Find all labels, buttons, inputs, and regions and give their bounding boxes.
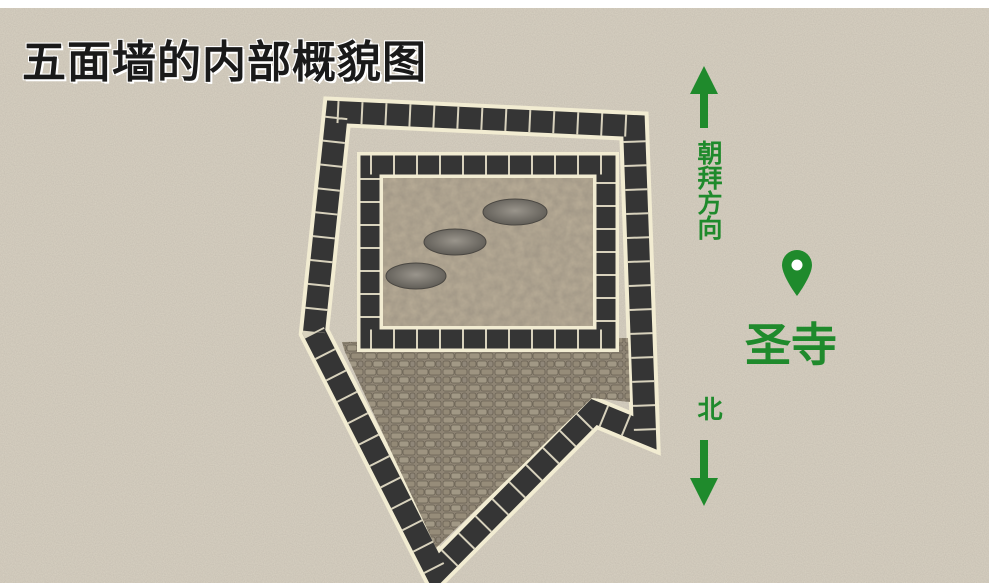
inner-courtyard-texture	[383, 178, 593, 326]
qibla-direction-label: 朝拜方向	[694, 140, 723, 240]
outer-wall-joints	[302, 100, 657, 583]
rock-2	[423, 228, 487, 256]
paved-floor	[342, 338, 630, 548]
north-label: 北	[694, 396, 723, 421]
inner-wall-joints	[360, 155, 616, 349]
arrow-down-icon	[690, 440, 718, 506]
rock-3	[385, 262, 447, 290]
location-pin-icon	[782, 250, 812, 296]
top-border	[0, 0, 989, 8]
arrow-up-icon	[690, 66, 718, 128]
paved-floor-shade	[342, 338, 630, 548]
page-title: 五面墙的内部概貌图	[22, 37, 427, 88]
rock-1	[482, 198, 548, 226]
holy-site-label: 圣寺	[745, 318, 837, 372]
